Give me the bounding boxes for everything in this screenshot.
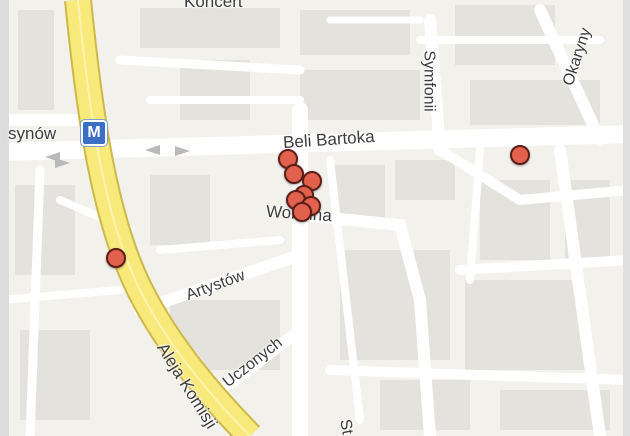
map-marker[interactable] — [510, 145, 530, 165]
map-frame-left — [0, 0, 9, 436]
map-marker[interactable] — [284, 164, 304, 184]
one-way-arrows — [45, 145, 190, 168]
street-label-bottom: St — [336, 417, 356, 436]
metro-icon[interactable]: M — [81, 120, 107, 146]
map-frame-right — [623, 0, 630, 436]
map-marker[interactable] — [292, 202, 312, 222]
street-label-symfonii: Symfonii — [420, 50, 438, 112]
map-marker[interactable] — [106, 248, 126, 268]
street-label-top: Koncert — [184, 0, 243, 11]
street-network — [0, 4, 630, 436]
metro-station-label: synów — [8, 124, 57, 143]
highway-median — [77, 0, 251, 436]
